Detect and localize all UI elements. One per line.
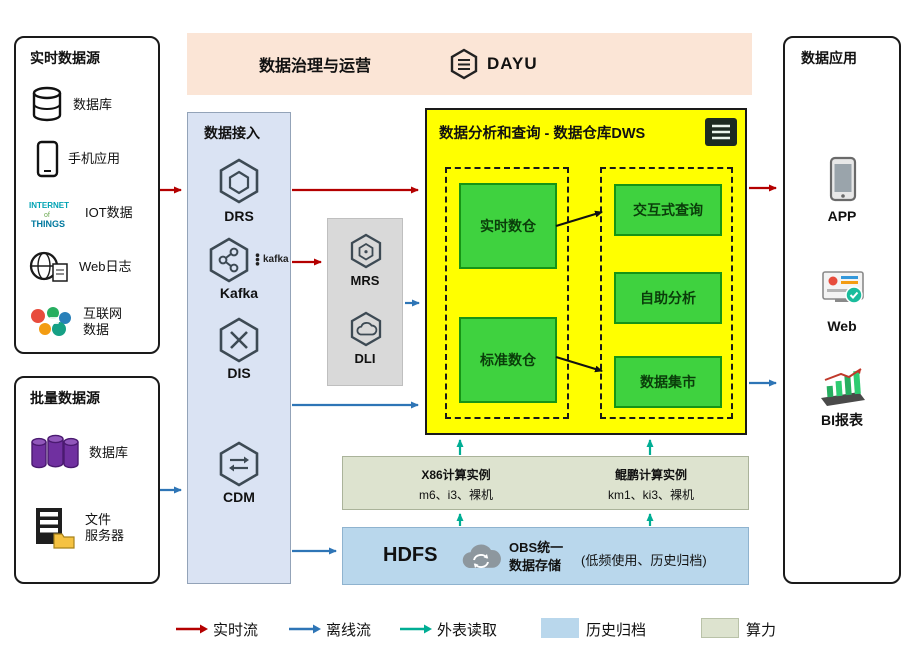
- dayu-hexagon-icon: [450, 48, 478, 80]
- applications-panel: 数据应用 APP Web BI报表: [783, 36, 901, 584]
- list-item: 数据库: [30, 82, 112, 128]
- web-label: Web: [827, 318, 857, 334]
- app-label: APP: [827, 208, 857, 224]
- dws-doc-icon: [705, 118, 737, 146]
- legend-offline-flow: 离线流: [326, 622, 372, 639]
- source-label: 文件 服务器: [85, 511, 125, 543]
- purple-database-icon: [31, 434, 79, 469]
- drs-label: DRS: [224, 208, 254, 224]
- dayu-logo-text: DAYU: [487, 54, 538, 73]
- weblog-icon: [29, 251, 68, 282]
- source-label: Web日志: [79, 258, 132, 274]
- governance-banner: 数据治理与运营 DAYU: [187, 33, 752, 95]
- bi-label: BI报表: [821, 412, 863, 428]
- dayu-logo: DAYU: [449, 48, 538, 80]
- legend-realtime-flow: 实时流: [213, 622, 259, 639]
- applications-title: 数据应用: [801, 50, 857, 66]
- source-label: 手机应用: [68, 150, 121, 166]
- ingestion-title: 数据接入: [204, 125, 260, 141]
- x86-group: X86计算实例 m6、i3、裸机: [376, 466, 536, 503]
- dws-panel: 数据分析和查询 - 数据仓库DWS 实时数仓 标准数仓 交互式查询 自助分析 数…: [425, 108, 747, 435]
- kunpeng-group: 鲲鹏计算实例 km1、ki3、裸机: [571, 466, 731, 503]
- offline-flow-arrow-icon: [289, 624, 321, 634]
- realtime-sources-title: 实时数据源: [30, 50, 100, 66]
- svg-text:THINGS: THINGS: [31, 219, 65, 229]
- svg-text:of: of: [44, 212, 50, 219]
- source-label: 数据库: [73, 96, 113, 112]
- kafka-logo-badge: kafka: [254, 253, 289, 266]
- list-item: Web日志: [28, 244, 132, 290]
- obs-note: (低频使用、历史归档): [581, 553, 707, 568]
- compute-power-swatch: [701, 618, 739, 638]
- source-label: 互联网 数据: [83, 305, 123, 337]
- legend-compute-power: 算力: [746, 622, 777, 639]
- drs-icon: [219, 158, 259, 204]
- x86-title: X86计算实例: [421, 468, 491, 482]
- bi-report-icon: [821, 368, 865, 406]
- iot-icon: INTERNET of THINGS: [29, 201, 69, 229]
- file-server-icon: [36, 508, 75, 549]
- x86-subtitle: m6、i3、裸机: [418, 488, 493, 502]
- phone-icon: [36, 140, 59, 178]
- realtime-sources-panel: 实时数据源 数据库 手机应用 INTERNET of THINGS IOT数据: [14, 36, 160, 354]
- dli-icon: [350, 311, 382, 347]
- cdm-label: CDM: [223, 489, 255, 505]
- data-mart-box: 数据集市: [614, 356, 722, 408]
- compute-services-panel: MRS DLI: [327, 218, 403, 386]
- list-item: 文件 服务器: [32, 498, 124, 558]
- list-item: 互联网 数据: [28, 296, 122, 348]
- source-label: 数据库: [89, 444, 129, 460]
- source-label: IOT数据: [85, 204, 133, 220]
- kafka-icon: [209, 237, 249, 283]
- dis-label: DIS: [227, 365, 251, 381]
- list-item: 手机应用: [36, 136, 120, 182]
- ingestion-panel: 数据接入 DRS kafka Kafka: [187, 112, 291, 584]
- web-icon: [822, 271, 864, 304]
- hdfs-label: HDFS: [383, 544, 438, 566]
- kafka-badge-text: kafka: [263, 254, 289, 265]
- obs-label: OBS统一 数据存储: [509, 540, 564, 573]
- obs-cloud-icon: [462, 544, 501, 568]
- internet-icon: [31, 307, 71, 336]
- storage-bar: HDFS OBS统一 数据存储 (低频使用、历史归档): [342, 527, 749, 585]
- kafka-label: Kafka: [219, 285, 259, 301]
- kunpeng-title: 鲲鹏计算实例: [614, 468, 687, 482]
- batch-sources-title: 批量数据源: [30, 390, 100, 406]
- history-archive-swatch: [541, 618, 579, 638]
- app-phone-icon: [829, 156, 857, 202]
- interactive-query-box: 交互式查询: [614, 184, 722, 236]
- standard-warehouse-box: 标准数仓: [459, 317, 557, 403]
- compute-instances-bar: X86计算实例 m6、i3、裸机 鲲鹏计算实例 km1、ki3、裸机: [342, 456, 749, 510]
- list-item: INTERNET of THINGS IOT数据: [28, 191, 133, 235]
- analysis-group: 交互式查询 自助分析 数据集市: [600, 167, 733, 419]
- warehouse-group: 实时数仓 标准数仓: [445, 167, 569, 419]
- cdm-icon: [219, 441, 259, 487]
- kafka-dots-icon: [255, 253, 260, 266]
- mrs-label: MRS: [350, 273, 380, 288]
- legend-history-archive: 历史归档: [586, 622, 647, 639]
- svg-text:INTERNET: INTERNET: [29, 201, 69, 210]
- dis-icon: [219, 317, 259, 363]
- legend-external-read: 外表读取: [437, 622, 498, 639]
- self-service-analysis-box: 自助分析: [614, 272, 722, 324]
- dli-label: DLI: [354, 351, 376, 366]
- kunpeng-subtitle: km1、ki3、裸机: [607, 488, 694, 502]
- banner-title: 数据治理与运营: [259, 58, 372, 75]
- list-item: 数据库: [28, 430, 128, 476]
- batch-sources-panel: 批量数据源 数据库 文件 服务器: [14, 376, 160, 584]
- mrs-icon: [350, 233, 382, 269]
- external-read-arrow-icon: [400, 624, 432, 634]
- realtime-flow-arrow-icon: [176, 624, 208, 634]
- database-icon: [32, 86, 62, 122]
- dws-title: 数据分析和查询 - 数据仓库DWS: [439, 126, 646, 142]
- realtime-warehouse-box: 实时数仓: [459, 183, 557, 269]
